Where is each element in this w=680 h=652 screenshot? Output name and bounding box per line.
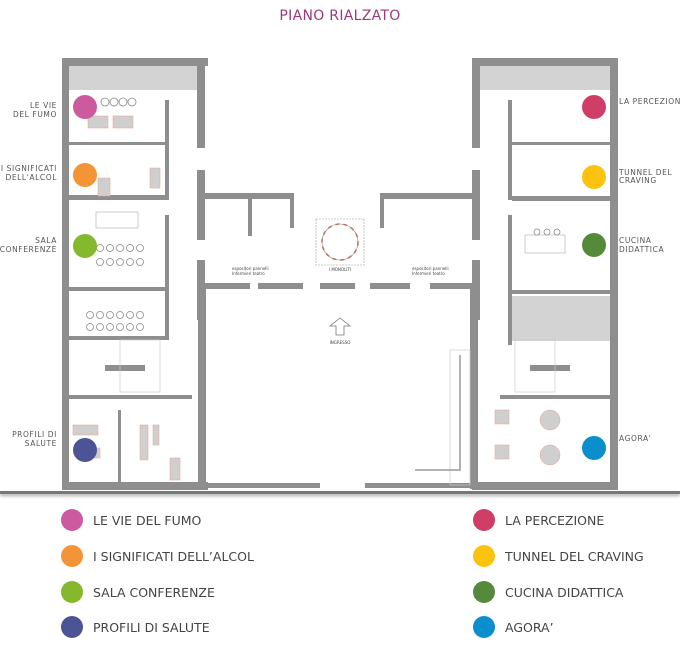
legend-label: AGORA’ (505, 619, 554, 635)
marker-percezione (582, 95, 606, 119)
page-title: PIANO RIALZATO (279, 8, 401, 24)
espositori-right-line2: Infermieri teatro (412, 271, 445, 276)
legend-label: TUNNEL DEL CRAVING (505, 548, 644, 564)
label-sala-2: CONFERENZE (0, 245, 57, 254)
entrance-arrow-icon (328, 317, 352, 336)
seats (86, 97, 561, 331)
legend-label: I SIGNIFICATI DELL’ALCOL (93, 548, 254, 564)
label-cucina-2: DIDATTICA (619, 245, 664, 254)
label-alcol-2: DELL'ALCOL (5, 173, 57, 182)
label-alcol-1: I SIGNIFICATI (1, 164, 57, 173)
marker-craving (582, 165, 606, 189)
plan-frame-divider (0, 491, 680, 494)
legend-dot-icon (473, 581, 495, 603)
label-craving-1: TUNNEL DEL (618, 168, 673, 177)
stairs (119, 339, 556, 486)
label-agora: AGORA' (619, 434, 651, 443)
legend-item-sala: SALA CONFERENZE (61, 580, 215, 604)
label-craving-2: CRAVING (619, 176, 657, 185)
marker-sala (73, 234, 97, 258)
monoliti-label: I MONOLITI (329, 267, 351, 272)
legend-dot-icon (61, 581, 83, 603)
legend-label: LE VIE DEL FUMO (93, 512, 202, 528)
label-fumo-1: LE VIE (30, 101, 57, 110)
legend-item-craving: TUNNEL DEL CRAVING (473, 544, 644, 568)
legend-dot-icon (473, 616, 495, 638)
legend-item-cucina: CUCINA DIDATTICA (473, 580, 623, 604)
legend-dot-icon (61, 545, 83, 567)
legend-label: LA PERCEZIONE (505, 512, 605, 528)
floor-plan: INGRESSO I MONOLITI espositori pannelli … (0, 58, 680, 490)
marker-agora (582, 436, 606, 460)
marker-alcol (73, 163, 97, 187)
ingresso-label: INGRESSO (330, 340, 351, 345)
label-profili-1: PROFILI DI (12, 430, 57, 439)
label-percezione: LA PERCEZIONE (619, 97, 680, 106)
legend-dot-icon (473, 545, 495, 567)
furniture (72, 115, 566, 481)
marker-profili (73, 438, 97, 462)
label-cucina-1: CUCINA (619, 236, 652, 245)
legend-label: CUCINA DIDATTICA (505, 584, 624, 600)
espositori-left-line2: Infermieri teatro (232, 271, 265, 276)
marker-fumo (73, 95, 97, 119)
label-profili-2: SALUTE (25, 439, 57, 448)
legend-label: PROFILI DI SALUTE (93, 619, 210, 635)
label-fumo-2: DEL FUMO (13, 110, 57, 119)
legend-item-percezione: LA PERCEZIONE (473, 508, 604, 532)
legend-dot-icon (61, 509, 83, 531)
walls (62, 58, 618, 490)
marker-cucina (582, 233, 606, 257)
wet-areas (69, 66, 610, 341)
label-sala-1: SALA (35, 236, 57, 245)
legend-item-agora: AGORA’ (473, 615, 554, 639)
legend-dot-icon (61, 616, 83, 638)
legend-item-profili: PROFILI DI SALUTE (61, 615, 210, 639)
legend-item-fumo: LE VIE DEL FUMO (61, 508, 201, 532)
espositori-left-line1: espositori pannelli (232, 266, 269, 271)
monoliti-installation (315, 218, 365, 266)
legend-dot-icon (473, 509, 495, 531)
espositori-right-line1: espositori pannelli (412, 266, 449, 271)
legend-item-alcol: I SIGNIFICATI DELL’ALCOL (61, 544, 254, 568)
legend-label: SALA CONFERENZE (93, 584, 215, 600)
